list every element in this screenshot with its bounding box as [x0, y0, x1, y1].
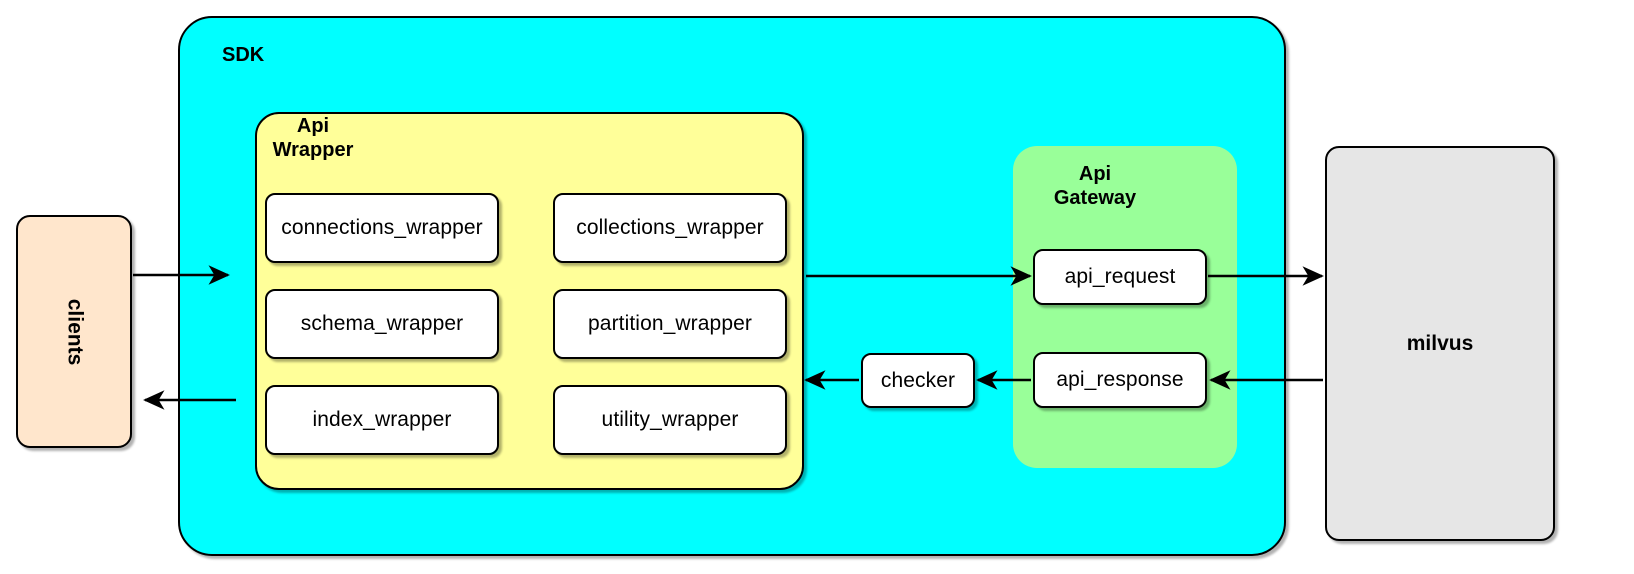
- node-label: schema_wrapper: [300, 312, 464, 335]
- node-checker[interactable]: checker: [861, 353, 975, 408]
- node-label: connections_wrapper: [281, 216, 483, 239]
- node-partition-wrapper[interactable]: partition_wrapper: [553, 289, 787, 359]
- milvus-node-label: milvus: [1406, 331, 1474, 355]
- node-index-wrapper[interactable]: index_wrapper: [265, 385, 499, 455]
- api-gateway-container: [1013, 146, 1237, 468]
- milvus-node[interactable]: milvus: [1325, 146, 1555, 541]
- node-label: api_response: [1056, 368, 1184, 391]
- node-label: api_request: [1064, 265, 1176, 288]
- node-label: collections_wrapper: [576, 216, 764, 239]
- node-label: checker: [880, 368, 956, 392]
- clients-node[interactable]: clients: [16, 215, 132, 448]
- node-label: index_wrapper: [312, 408, 452, 431]
- node-api-request[interactable]: api_request: [1033, 249, 1207, 305]
- node-collections-wrapper[interactable]: collections_wrapper: [553, 193, 787, 263]
- node-api-response[interactable]: api_response: [1033, 352, 1207, 408]
- node-connections-wrapper[interactable]: connections_wrapper: [265, 193, 499, 263]
- node-schema-wrapper[interactable]: schema_wrapper: [265, 289, 499, 359]
- node-label: utility_wrapper: [601, 408, 739, 431]
- clients-node-label: clients: [63, 298, 86, 365]
- node-label: partition_wrapper: [588, 312, 752, 335]
- node-utility-wrapper[interactable]: utility_wrapper: [553, 385, 787, 455]
